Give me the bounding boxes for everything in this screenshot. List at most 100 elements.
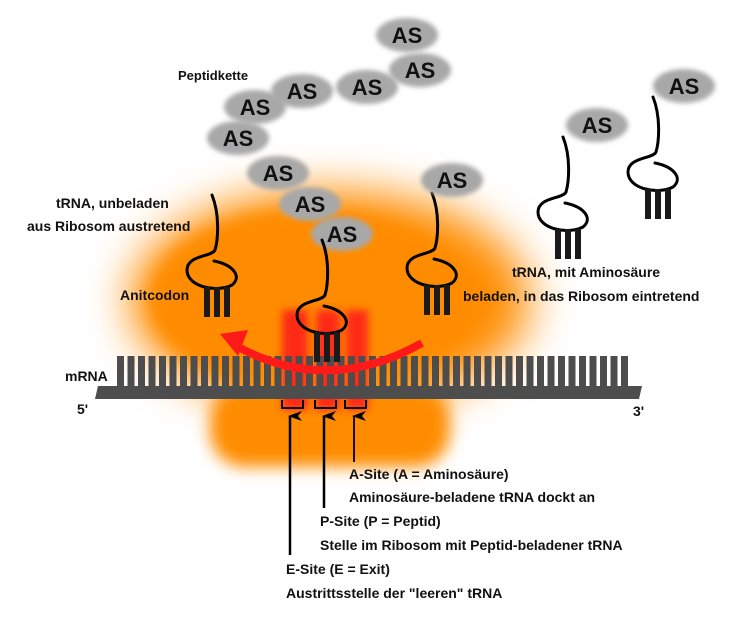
peptide-amino-acid: AS <box>311 217 373 251</box>
mrna-base <box>547 356 555 387</box>
trna-free-2 <box>626 95 679 192</box>
mrna-base <box>537 356 544 387</box>
amino-acid-label: AS <box>405 58 436 83</box>
mrna-base <box>442 356 450 387</box>
trna-enter-label-line2: beladen, in das Ribosom eintretend <box>463 288 700 304</box>
amino-acid-bubble <box>336 70 398 104</box>
e-site-name: E-Site (E = Exit) <box>286 561 390 577</box>
mrna-base <box>211 356 219 387</box>
mrna-base <box>285 356 292 387</box>
trna-entering-a-site <box>405 191 458 288</box>
anticodon-base <box>565 229 571 259</box>
amino-acid-bubble <box>271 74 333 108</box>
mrna-base <box>222 356 229 387</box>
mrna-strand <box>95 356 642 399</box>
translocation-arrow <box>220 330 424 375</box>
mrna-base <box>117 356 124 387</box>
trna-p-site <box>295 238 348 335</box>
trna-molecules <box>185 95 679 335</box>
amino-acid-bubble <box>279 187 341 221</box>
peptide-amino-acid: AS <box>389 53 451 87</box>
mrna-base <box>274 356 282 387</box>
amino-acid-label: AS <box>287 79 318 104</box>
mrna-base <box>484 356 492 387</box>
mrna-base <box>568 356 576 387</box>
free-amino-acid: AS <box>421 163 483 197</box>
mrna-base <box>264 356 271 387</box>
amino-acid-bubble <box>224 90 286 124</box>
mrna-base <box>411 356 418 387</box>
peptide-amino-acid: AS <box>336 70 398 104</box>
anticodon-label: Anitcodon <box>120 287 190 303</box>
anticodon-base <box>555 229 561 259</box>
mrna-base <box>432 356 439 387</box>
mrna-base <box>358 356 366 387</box>
three-prime-label: 3' <box>633 403 645 419</box>
peptide-amino-acid: AS <box>207 121 269 155</box>
trna-free-1 <box>536 135 589 232</box>
mrna-base <box>495 356 502 387</box>
amino-acid-label: AS <box>392 23 423 48</box>
ribosome-large-subunit <box>130 190 530 410</box>
mrna-base <box>526 356 534 387</box>
amino-acid-bubble <box>653 69 715 103</box>
mrna-base <box>169 356 177 387</box>
mrna-base <box>148 356 156 387</box>
amino-acid-label: AS <box>240 95 271 120</box>
p-site-name: P-Site (P = Peptid) <box>320 513 441 529</box>
mrna-base <box>558 356 565 387</box>
amino-acid-label: AS <box>669 74 700 99</box>
trna-exit-label-line2: aus Ribosom austretend <box>27 218 191 234</box>
free-amino-acids: AS AS AS <box>421 69 715 197</box>
amino-acid-label: AS <box>582 113 613 138</box>
p-site-description: Stelle im Ribosom mit Peptid-beladener t… <box>320 537 623 553</box>
amino-acid-label: AS <box>437 168 468 193</box>
mrna-base <box>390 356 397 387</box>
mrna-label: mRNA <box>65 368 108 384</box>
mrna-base <box>516 356 523 387</box>
mrna-base <box>138 356 145 387</box>
mrna-base <box>621 356 628 387</box>
peptide-amino-acid: AS <box>224 90 286 124</box>
mrna-base <box>463 356 471 387</box>
amino-acid-label: AS <box>352 75 383 100</box>
mrna-base <box>243 356 250 387</box>
anticodon-base <box>444 285 450 315</box>
trna-exit-label-line1: tRNA, unbeladen <box>56 195 169 211</box>
anticodon-base <box>314 332 320 362</box>
peptide-chain-label: Peptidkette <box>178 68 249 83</box>
a-site-description: Aminosäure-beladene tRNA dockt an <box>349 489 596 505</box>
peptide-amino-acid: AS <box>376 18 438 52</box>
amino-acid-label: AS <box>263 161 294 186</box>
trna-enter-label-line1: tRNA, mit Aminosäure <box>512 264 661 280</box>
anticodon-base <box>324 332 330 362</box>
mrna-base <box>600 356 607 387</box>
anticodon-base <box>645 189 651 219</box>
a-site-name: A-Site (A = Aminosäure) <box>349 466 509 482</box>
mrna-base <box>180 356 187 387</box>
mrna-base <box>400 356 408 387</box>
amino-acid-label: AS <box>295 192 326 217</box>
amino-acid-bubble <box>311 217 373 251</box>
mrna-base <box>579 356 586 387</box>
anticodons <box>204 189 671 362</box>
mrna-backbone <box>95 386 642 399</box>
trna-exiting <box>185 193 238 290</box>
anticodon-base <box>424 285 430 315</box>
peptide-amino-acid: AS <box>247 156 309 190</box>
amino-acid-label: AS <box>223 126 254 151</box>
ribosome-small-subunit <box>210 385 450 467</box>
amino-acid-bubble <box>247 156 309 190</box>
e-site-description: Austrittsstelle der "leeren" tRNA <box>286 585 503 601</box>
mrna-base <box>474 356 481 387</box>
mrna-base <box>201 356 208 387</box>
mrna-base <box>505 356 513 387</box>
anticodon-base <box>665 189 671 219</box>
amino-acid-bubble <box>389 53 451 87</box>
five-prime-label: 5' <box>77 401 89 417</box>
amino-acid-label: AS <box>327 222 358 247</box>
mrna-base <box>610 356 618 387</box>
mrna-base <box>369 356 376 387</box>
